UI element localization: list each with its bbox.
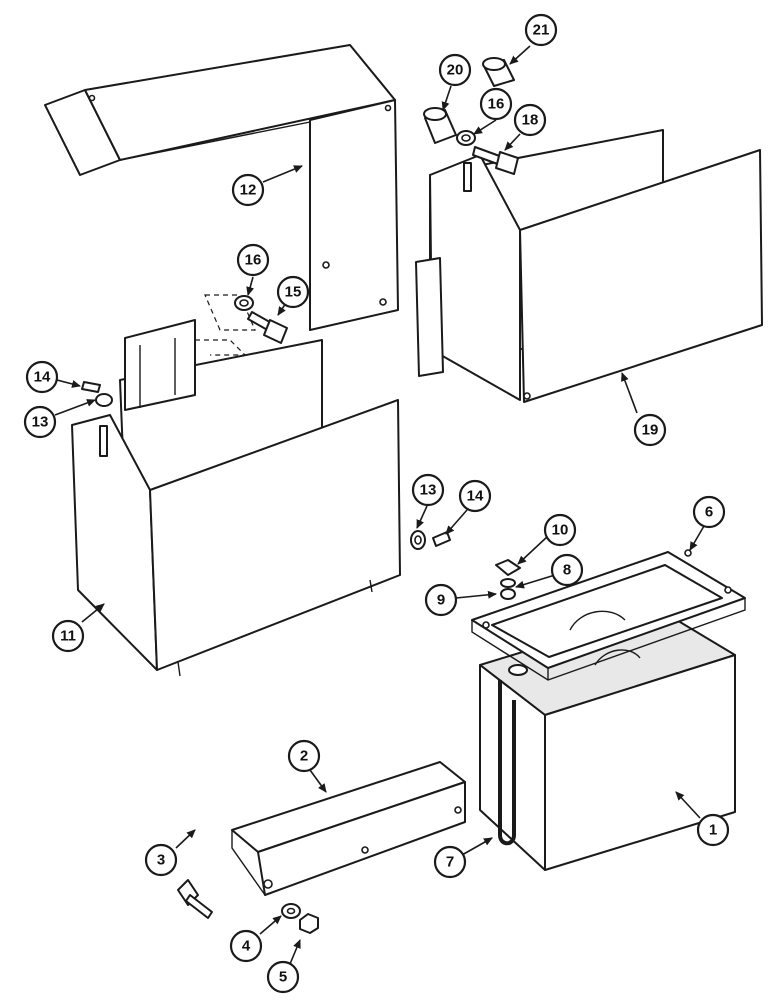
callout-1: 1: [696, 813, 730, 847]
callout-21-label: 21: [533, 22, 550, 39]
part-18-bolt: [472, 146, 519, 175]
callout-6: 6: [692, 495, 726, 529]
callout-18: 18: [513, 103, 547, 137]
callout-12: 12: [231, 173, 265, 207]
callout-3: 3: [144, 843, 178, 877]
callout-16-upper: 16: [479, 87, 513, 121]
callout-5: 5: [266, 960, 300, 994]
part-19-box-half: [415, 129, 763, 403]
part-20-spacer: [423, 107, 457, 144]
callout-15: 15: [276, 275, 310, 309]
callout-16-upper-label: 16: [488, 96, 505, 113]
callout-11: 11: [51, 619, 85, 653]
callout-19-label: 19: [642, 422, 659, 439]
part-16-washer-upper: [456, 130, 476, 146]
callout-9-label: 9: [437, 592, 445, 609]
part-9-nut: [500, 588, 516, 600]
callout-7-label: 7: [446, 854, 454, 871]
part-14-clip-left: [81, 381, 101, 393]
callout-8: 8: [550, 553, 584, 587]
part-10-wing-nut: [495, 559, 521, 576]
callout-19: 19: [633, 413, 667, 447]
part-2-bracket: [231, 761, 466, 896]
callout-2-label: 2: [300, 748, 308, 765]
callout-7: 7: [433, 845, 467, 879]
part-14-clip-right: [432, 531, 451, 547]
part-11-box-half: [71, 294, 401, 677]
part-6-hold-down-frame: [471, 549, 746, 681]
callout-11-label: 11: [60, 628, 76, 645]
callout-13-right-label: 13: [420, 482, 437, 499]
callout-14-left: 14: [25, 360, 59, 394]
part-5-nut: [299, 913, 319, 934]
callout-20: 20: [438, 53, 472, 87]
callout-13-right: 13: [411, 473, 445, 507]
callout-18-label: 18: [522, 112, 539, 129]
part-3-bolt: [177, 879, 213, 919]
callout-9: 9: [424, 583, 458, 617]
callout-2: 2: [287, 739, 321, 773]
part-15-bolt: [247, 311, 288, 344]
part-12-top-cover: [44, 44, 399, 331]
callout-14-right-label: 14: [467, 488, 484, 505]
callout-6-label: 6: [705, 504, 713, 521]
callout-15-label: 15: [285, 284, 302, 301]
part-16-washer-lower: [234, 295, 254, 311]
callout-14-left-label: 14: [34, 369, 51, 386]
part-21-spacer: [482, 57, 515, 87]
callout-13-left-label: 13: [32, 414, 49, 431]
callout-10-label: 10: [552, 522, 569, 539]
callout-3-label: 3: [157, 852, 165, 869]
callout-10: 10: [543, 513, 577, 547]
callout-5-label: 5: [279, 969, 287, 986]
callout-8-label: 8: [563, 562, 571, 579]
callout-14-right: 14: [458, 479, 492, 513]
part-13-nut-right: [410, 530, 426, 550]
part-4-washer: [281, 903, 301, 919]
callout-1-label: 1: [709, 822, 717, 839]
callout-20-label: 20: [447, 62, 464, 79]
callout-13-left: 13: [23, 405, 57, 439]
callout-21: 21: [524, 13, 558, 47]
part-8-lock-washer: [500, 578, 516, 588]
part-13-nut-left: [95, 393, 113, 407]
callout-4: 4: [229, 929, 263, 963]
callout-12-label: 12: [240, 182, 257, 199]
callout-16-lower: 16: [236, 243, 270, 277]
callout-4-label: 4: [242, 938, 251, 955]
callout-16-lower-label: 16: [245, 252, 262, 269]
leader-lines: [54, 45, 705, 965]
part-7-j-bolt: [498, 680, 516, 846]
